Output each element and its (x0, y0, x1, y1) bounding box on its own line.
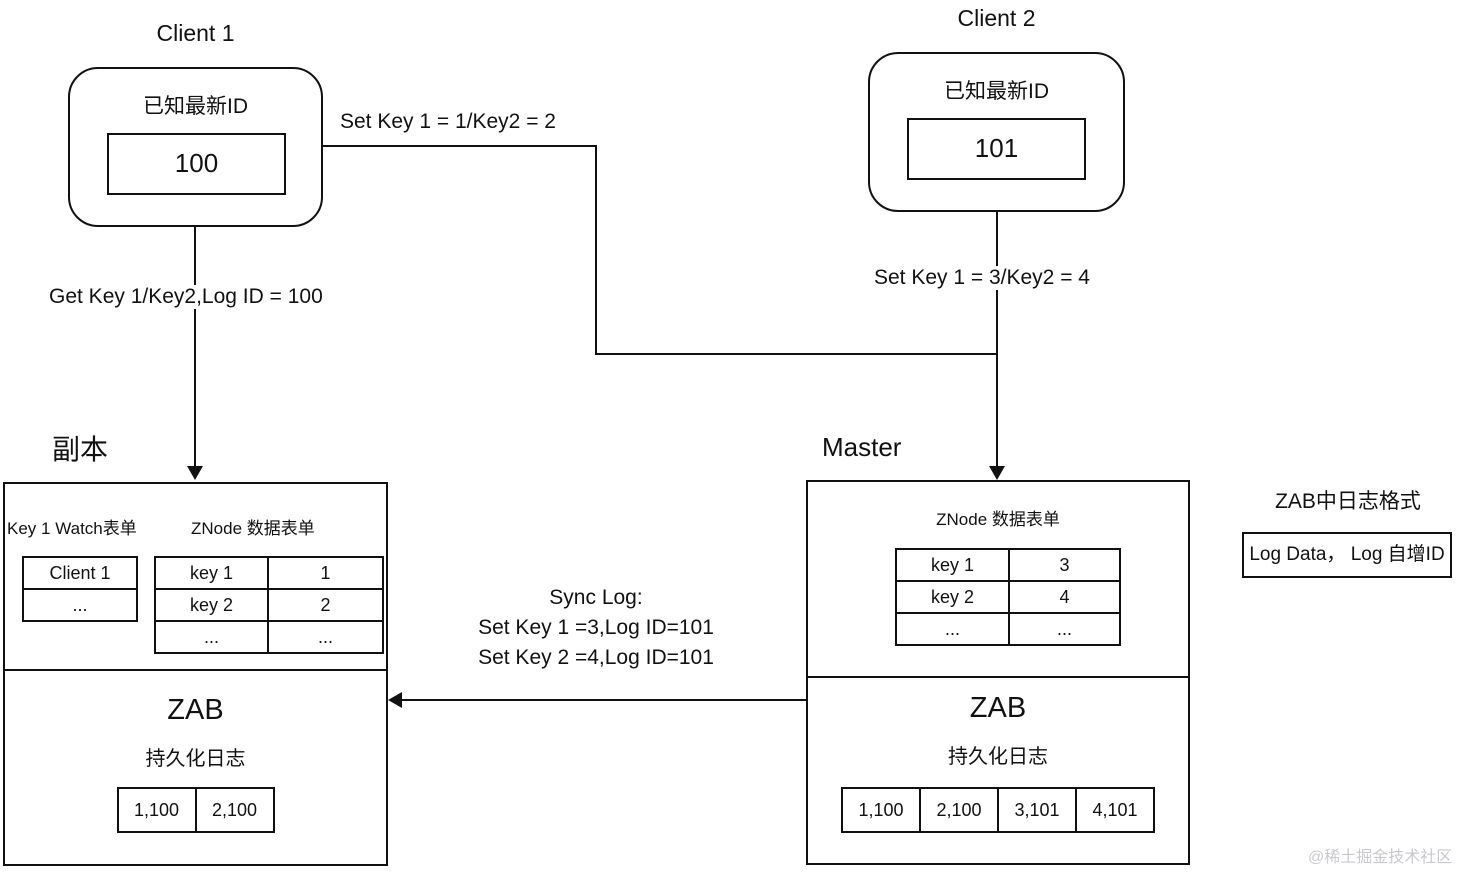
master-zab-subtitle: 持久化日志 (948, 746, 1048, 768)
master-znode-table-label: ZNode 数据表单 (936, 510, 1060, 529)
znode-value-cell: 3 (1008, 550, 1119, 580)
log-entry: 3,101 (999, 787, 1077, 833)
table-row: ... ... (897, 612, 1119, 644)
znode-value-cell: ... (267, 622, 382, 652)
sync-log-label-line2: Set Key 1 =3,Log ID=101 (478, 616, 714, 639)
sync-log-label: Sync Log: Set Key 1 =3,Log ID=101 Set Ke… (430, 583, 762, 673)
master-section-divider (808, 676, 1188, 678)
znode-key-cell: key 2 (189, 595, 234, 615)
log-entry: 2,100 (921, 787, 999, 833)
znode-key-cell: key 1 (930, 555, 975, 575)
replica-node: Key 1 Watch表单 ZNode 数据表单 Client 1 ... ke… (3, 482, 388, 866)
replica-zab-title: ZAB (167, 694, 224, 726)
arrowhead-into-master-icon (989, 466, 1005, 480)
znode-value-cell: 2 (267, 590, 382, 620)
znode-key-cell: key 2 (930, 587, 975, 607)
replica-title: 副本 (52, 434, 109, 465)
client2-node: 已知最新ID 101 (868, 52, 1125, 212)
client2-id-value: 101 (907, 118, 1086, 180)
sync-log-line (400, 699, 806, 701)
arrowhead-into-replica-icon (187, 466, 203, 480)
sync-log-label-line3: Set Key 2 =4,Log ID=101 (478, 646, 714, 669)
client1-set-line-vertical (595, 145, 597, 354)
client2-set-label: Set Key 1 = 3/Key2 = 4 (871, 266, 1093, 290)
client1-id-label: 已知最新ID (143, 95, 248, 118)
watch-table-cell: ... (72, 595, 88, 615)
table-row: key 2 2 (156, 588, 382, 620)
znode-key-cell: key 1 (189, 563, 234, 583)
table-row: key 1 1 (156, 558, 382, 588)
master-title: Master (822, 432, 902, 462)
master-node: ZNode 数据表单 key 1 3 key 2 4 ... ... ZAB 持… (806, 480, 1190, 865)
log-entry: 1,100 (841, 787, 921, 833)
znode-key-cell: ... (203, 627, 219, 647)
master-znode-table: key 1 3 key 2 4 ... ... (895, 548, 1121, 646)
table-row: ... ... (156, 620, 382, 652)
table-row: Client 1 (24, 558, 136, 588)
client1-set-label: Set Key 1 = 1/Key2 = 2 (337, 110, 559, 134)
client1-set-line-merge (595, 353, 997, 355)
log-entry: 2,100 (196, 787, 275, 833)
znode-value-cell: 1 (267, 558, 382, 588)
log-entry: 4,101 (1077, 787, 1155, 833)
replica-znode-table-label: ZNode 数据表单 (191, 519, 315, 538)
client2-id-label: 已知最新ID (944, 80, 1049, 103)
table-row: ... (24, 588, 136, 620)
client1-node: 已知最新ID 100 (68, 67, 323, 227)
replica-watch-table: Client 1 ... (22, 556, 138, 622)
master-zab-title: ZAB (969, 692, 1027, 724)
client1-get-label: Get Key 1/Key2,Log ID = 100 (46, 285, 326, 309)
log-format-box: Log Data， Log 自增ID (1242, 532, 1452, 578)
watch-table-cell: Client 1 (49, 563, 111, 583)
client2-title: Client 2 (957, 5, 1036, 31)
log-format-title: ZAB中日志格式 (1275, 490, 1421, 513)
client1-get-line-vertical (194, 226, 196, 468)
replica-log-row: 1,100 2,100 (5, 787, 386, 833)
replica-znode-table: key 1 1 key 2 2 ... ... (154, 556, 384, 654)
log-entry: 1,100 (116, 787, 197, 833)
client1-title: Client 1 (156, 20, 235, 46)
watermark: @稀土掘金技术社区 (1308, 849, 1453, 866)
client1-set-line-horizontal (322, 145, 597, 147)
znode-value-cell: 4 (1008, 582, 1119, 612)
table-row: key 1 3 (897, 550, 1119, 580)
client2-set-line-vertical (996, 211, 998, 468)
replica-watch-table-label: Key 1 Watch表单 (7, 519, 137, 538)
table-row: key 2 4 (897, 580, 1119, 612)
znode-value-cell: ... (1008, 614, 1119, 644)
arrowhead-into-replica-left-icon (388, 692, 402, 708)
replica-zab-subtitle: 持久化日志 (145, 748, 246, 770)
sync-log-label-line1: Sync Log: (549, 586, 643, 609)
client1-id-value: 100 (107, 133, 286, 195)
znode-key-cell: ... (944, 619, 960, 639)
master-log-row: 1,100 2,100 3,101 4,101 (808, 787, 1188, 833)
replica-section-divider (5, 669, 386, 671)
